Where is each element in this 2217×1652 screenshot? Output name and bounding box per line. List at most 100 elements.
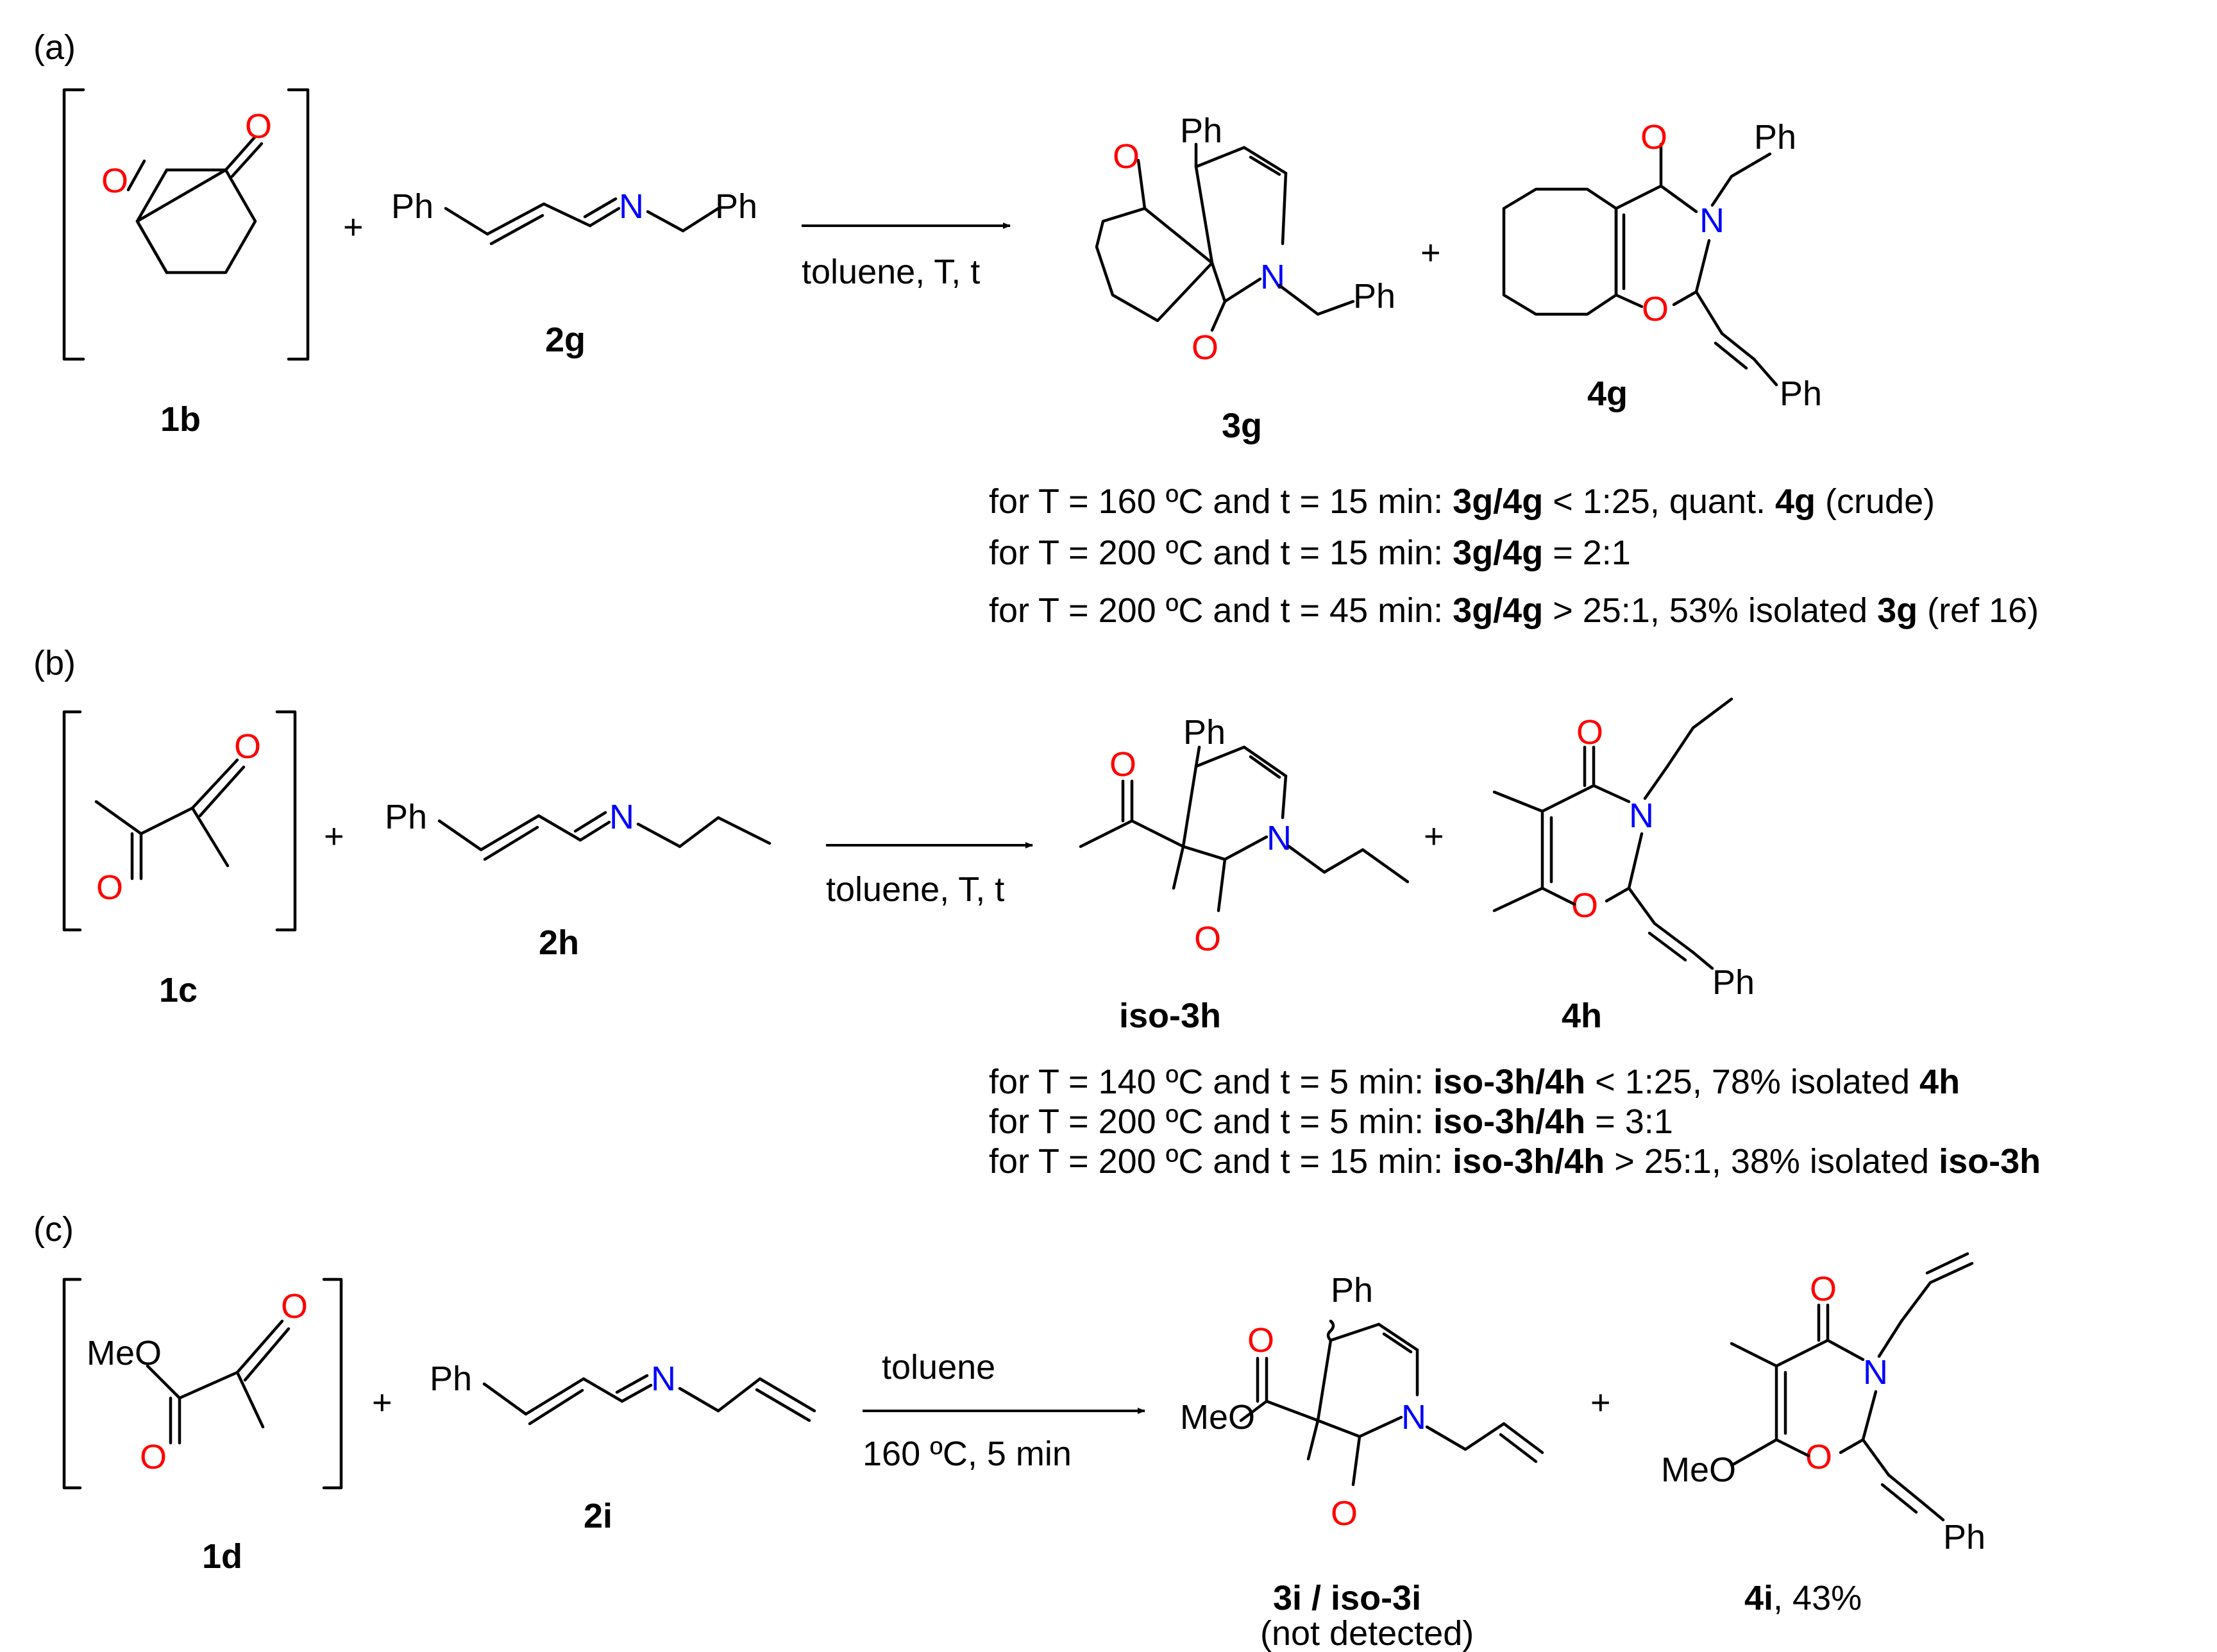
label-3g: 3g xyxy=(1222,407,1262,445)
result-text-segment: > 25:1, 38% isolated xyxy=(1605,1142,1939,1181)
result-text-segment: for T = 200 ºC and t = 15 min: xyxy=(989,534,1453,572)
result-line: for T = 200 ºC and t = 5 min: iso-3h/4h … xyxy=(989,1102,1673,1141)
molecule-4g: O N Ph O Ph xyxy=(1502,118,1822,413)
panel-c-tag: (c) xyxy=(33,1210,74,1249)
plus-sign: + xyxy=(1424,817,1444,856)
atom-ph: Ph xyxy=(1943,1518,1985,1556)
result-bold-segment: 3g/4g xyxy=(1453,482,1543,521)
atom-o: O xyxy=(140,1438,167,1476)
label-3i-note: (not detected) xyxy=(1260,1614,1474,1652)
atom-o: O xyxy=(1642,290,1669,328)
label-4i: 4i, 43% xyxy=(1744,1579,1862,1617)
molecule-2h: Ph N xyxy=(385,798,771,861)
result-text-segment: for T = 160 ºC and t = 15 min: xyxy=(989,482,1453,521)
atom-o: O xyxy=(1194,920,1221,958)
atom-o: O xyxy=(1331,1494,1358,1533)
plus-sign: + xyxy=(343,208,364,246)
bracket-left xyxy=(62,710,82,932)
label-2h: 2h xyxy=(539,923,579,962)
panel-c: (c) MeO O O 1d + Ph N xyxy=(33,1210,1985,1652)
conditions-text: toluene, T, t xyxy=(826,870,1004,909)
atom-ph: Ph xyxy=(1712,963,1755,1002)
plus-sign: + xyxy=(324,817,344,856)
molecule-4i: MeO O N O Ph xyxy=(1661,1252,1985,1556)
molecule-4h: O N O Ph xyxy=(1492,697,1755,1002)
result-text-segment: < 1:25, quant. xyxy=(1543,482,1775,521)
bracket-right xyxy=(275,710,297,932)
result-text-segment: for T = 140 ºC and t = 5 min: xyxy=(989,1063,1433,1101)
result-bold-segment: 4g xyxy=(1775,482,1816,521)
result-text-segment: (ref 16) xyxy=(1918,591,2039,630)
molecule-3g: O N O Ph Ph xyxy=(1095,112,1395,367)
panel-a: (a) O O 1b + Ph N xyxy=(33,28,2039,630)
atom-n: N xyxy=(619,187,644,226)
bracket-left xyxy=(62,88,85,361)
plus-sign: + xyxy=(1420,233,1441,272)
atom-o: O xyxy=(1571,886,1598,925)
label-4i-yield: , 43% xyxy=(1773,1579,1862,1617)
label-2i: 2i xyxy=(584,1497,612,1535)
atom-n: N xyxy=(651,1360,676,1398)
result-bold-segment: 3g/4g xyxy=(1453,534,1543,572)
result-bold-segment: iso-3h/4h xyxy=(1453,1142,1605,1181)
plus-sign: + xyxy=(1590,1383,1611,1422)
label-4g: 4g xyxy=(1587,375,1628,413)
label-2g: 2g xyxy=(545,321,586,359)
atom-n: N xyxy=(1699,201,1724,240)
atom-o: O xyxy=(245,107,272,146)
atom-o: O xyxy=(96,868,123,907)
atom-ph: Ph xyxy=(385,798,427,836)
atom-o: O xyxy=(281,1287,308,1326)
molecule-2g: Ph N Ph xyxy=(391,187,757,246)
result-bold-segment: iso-3h/4h xyxy=(1433,1063,1585,1101)
result-bold-segment: 4h xyxy=(1919,1063,1960,1101)
conditions-bottom: 160 ºC, 5 min xyxy=(863,1435,1072,1473)
panel-a-tag: (a) xyxy=(33,28,76,67)
result-bold-segment: 3g xyxy=(1877,591,1918,630)
atom-n: N xyxy=(1863,1353,1888,1392)
result-line: for T = 200 ºC and t = 15 min: iso-3h/4h… xyxy=(989,1142,2041,1181)
atom-ph: Ph xyxy=(1754,118,1796,156)
bracket-right xyxy=(322,1277,343,1490)
result-bold-segment: iso-3h/4h xyxy=(1433,1102,1585,1141)
atom-meo: MeO xyxy=(87,1334,162,1372)
bracket-left xyxy=(62,1277,82,1490)
atom-ph: Ph xyxy=(430,1360,472,1398)
result-bold-segment: 3g/4g xyxy=(1453,591,1543,630)
result-line: for T = 160 ºC and t = 15 min: 3g/4g < 1… xyxy=(989,482,1935,521)
label-iso-3h: iso-3h xyxy=(1119,997,1221,1035)
label-4h: 4h xyxy=(1562,997,1602,1035)
atom-o: O xyxy=(1192,328,1218,367)
molecule-3i: MeO O N O Ph xyxy=(1180,1271,1544,1533)
atom-o: O xyxy=(1805,1438,1832,1476)
result-text-segment: for T = 200 ºC and t = 5 min: xyxy=(989,1102,1433,1141)
result-line: for T = 140 ºC and t = 5 min: iso-3h/4h … xyxy=(989,1063,1960,1101)
atom-o: O xyxy=(1109,745,1136,784)
atom-ph: Ph xyxy=(1180,112,1222,150)
panel-b: (b) O O 1c + Ph N xyxy=(33,644,2041,1181)
atom-o: O xyxy=(1640,118,1667,156)
atom-ph: Ph xyxy=(715,187,757,226)
result-text-segment: < 1:25, 78% isolated xyxy=(1585,1063,1919,1101)
atom-ph: Ph xyxy=(1331,1271,1373,1310)
molecule-iso-3h: O N O Ph xyxy=(1079,713,1410,958)
atom-ph: Ph xyxy=(391,187,434,226)
atom-o: O xyxy=(1810,1270,1837,1308)
result-text-segment: for T = 200 ºC and t = 15 min: xyxy=(989,1142,1453,1181)
atom-n: N xyxy=(609,798,634,836)
conditions-top: toluene xyxy=(882,1348,995,1386)
atom-o: O xyxy=(1576,713,1603,752)
label-1c: 1c xyxy=(159,971,198,1009)
atom-o: O xyxy=(101,162,128,200)
atom-o: O xyxy=(234,727,261,766)
result-text-segment: for T = 200 ºC and t = 45 min: xyxy=(989,591,1453,630)
atom-ph: Ph xyxy=(1353,277,1395,316)
molecule-1d: MeO O O xyxy=(87,1287,308,1476)
atom-n: N xyxy=(1267,819,1292,857)
atom-ph: Ph xyxy=(1780,375,1822,413)
result-bold-segment: iso-3h xyxy=(1939,1142,2041,1181)
atom-n: N xyxy=(1260,258,1285,296)
molecule-1b: O O xyxy=(101,107,272,274)
bracket-right xyxy=(287,88,310,361)
